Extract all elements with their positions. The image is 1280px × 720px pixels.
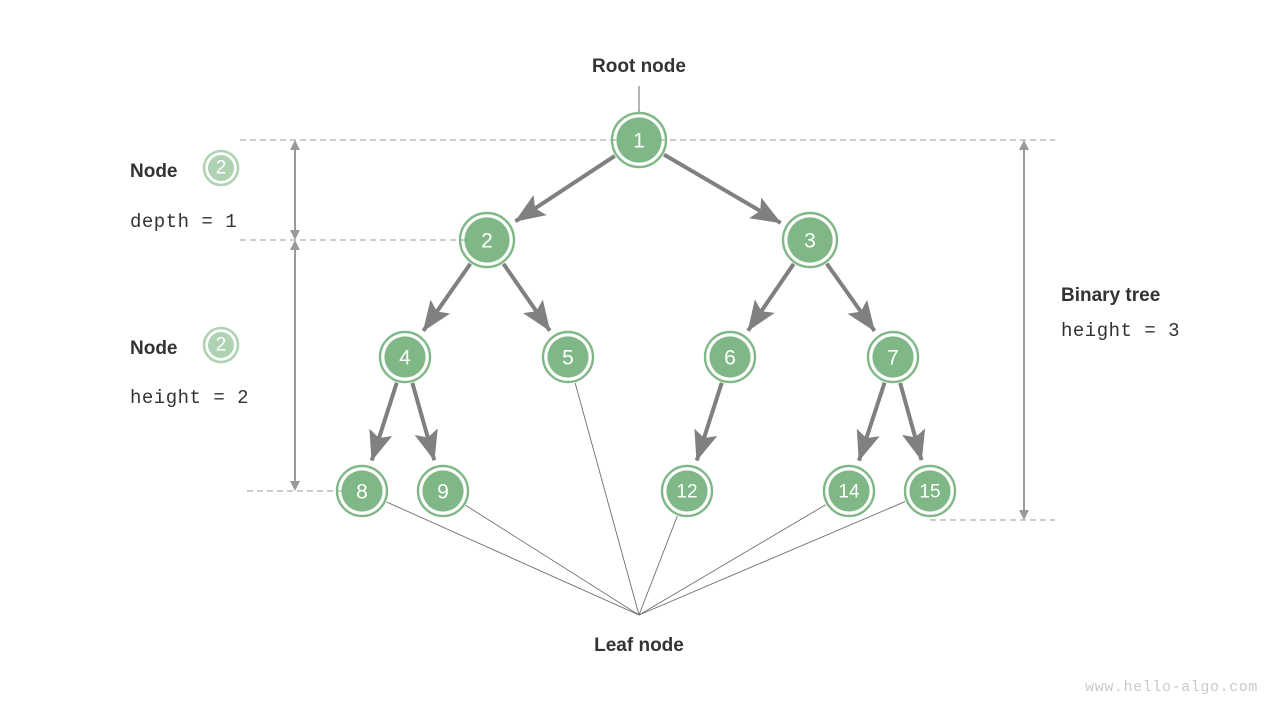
tree-node-5: 5	[541, 330, 595, 384]
node-outer-ring	[378, 330, 432, 384]
tree-node-4: 4	[378, 330, 432, 384]
node-body	[787, 217, 833, 263]
node-outer-ring	[903, 464, 957, 518]
node-outer-ring	[703, 330, 757, 384]
node-body	[909, 470, 951, 512]
guide-lines	[240, 139, 1055, 521]
tree-height-value: height = 3	[1061, 320, 1180, 342]
node-body	[341, 470, 383, 512]
watermark: www.hello-algo.com	[1085, 679, 1258, 696]
tree-node-15: 15	[903, 464, 957, 518]
node-label: 1	[633, 130, 645, 153]
node-outer-ring	[458, 211, 516, 269]
leaf-line-n12	[638, 516, 678, 616]
leaf-connector-lines	[386, 382, 906, 616]
node-body	[872, 336, 914, 378]
tree-node-8: 8	[335, 464, 389, 518]
node-depth-value: depth = 1	[130, 211, 237, 233]
node-label: 7	[887, 347, 899, 370]
tree-node-2: 2	[458, 211, 516, 269]
edge-n2-n4	[421, 262, 472, 332]
node-height-title: Node	[130, 338, 178, 359]
tree-node-9: 9	[416, 464, 470, 518]
height-measure	[290, 240, 300, 491]
tree-node-3: 3	[781, 211, 839, 269]
node-height-badge-label: 2	[216, 335, 227, 356]
edge-n1-n2	[514, 154, 616, 223]
tree-height-title: Binary tree	[1061, 285, 1160, 306]
node-outer-ring	[541, 330, 595, 384]
tree-node-12: 12	[660, 464, 714, 518]
leaf-line-n14	[638, 504, 826, 616]
tree-node-1: 1	[610, 111, 668, 169]
tree-height-measure	[1019, 140, 1029, 520]
leaf-line-n5	[574, 382, 640, 616]
leaf-line-n9	[465, 505, 640, 616]
node-depth-badge-label: 2	[216, 158, 227, 179]
node-height-annotation: Node 2 height = 2	[130, 326, 249, 409]
height-measure-head-top	[290, 240, 300, 250]
node-outer-ring	[866, 330, 920, 384]
leaf-node-label: Leaf node	[594, 635, 684, 656]
node-body	[616, 117, 662, 163]
tree-height-annotation: Binary tree height = 3	[1061, 285, 1180, 342]
node-body	[384, 336, 426, 378]
tree-node-6: 6	[703, 330, 757, 384]
node-outer-ring	[610, 111, 668, 169]
edge-n3-n7	[825, 262, 877, 333]
depth-measure	[290, 140, 300, 240]
depth-measure-head-bottom	[290, 230, 300, 240]
edge-n4-n9	[410, 382, 438, 461]
node-label: 9	[437, 481, 449, 504]
node-label: 5	[562, 347, 574, 370]
root-node-annotation: Root node	[592, 56, 686, 112]
tree-height-measure-head-bottom	[1019, 510, 1029, 520]
node-label: 12	[676, 482, 697, 503]
node-outer-ring	[660, 464, 714, 518]
node-depth-title: Node	[130, 161, 178, 182]
node-label: 4	[399, 347, 411, 370]
node-depth-badge: 2	[202, 149, 240, 187]
tree-height-measure-head-top	[1019, 140, 1029, 150]
node-label: 15	[919, 482, 940, 503]
node-body	[666, 470, 708, 512]
node-outer-ring	[781, 211, 839, 269]
edge-n2-n5	[501, 262, 552, 332]
edge-n7-n14	[856, 382, 887, 462]
node-label: 14	[838, 482, 860, 503]
node-body	[547, 336, 589, 378]
node-height-badge: 2	[202, 326, 240, 364]
node-body	[464, 217, 510, 263]
node-depth-annotation: Node 2 depth = 1	[130, 149, 240, 233]
edge-n6-n12	[694, 382, 724, 462]
edge-n3-n6	[746, 262, 796, 332]
leaf-line-n15	[638, 501, 906, 616]
node-outer-ring	[822, 464, 876, 518]
tree-node-7: 7	[866, 330, 920, 384]
node-label: 8	[356, 481, 368, 504]
node-label: 6	[724, 347, 736, 370]
height-measure-head-bottom	[290, 481, 300, 491]
depth-measure-head-top	[290, 140, 300, 150]
tree-edges	[369, 152, 926, 462]
node-body	[709, 336, 751, 378]
root-node-label: Root node	[592, 56, 686, 77]
measure-arrows	[290, 140, 1029, 520]
edge-n4-n8	[369, 382, 399, 462]
node-body	[828, 470, 870, 512]
leaf-line-n8	[386, 501, 640, 616]
tree-node-14: 14	[822, 464, 876, 518]
edge-n1-n3	[663, 152, 782, 225]
node-height-value: height = 2	[130, 387, 249, 409]
node-outer-ring	[416, 464, 470, 518]
node-label: 2	[481, 230, 493, 253]
leaf-node-annotation: Leaf node	[594, 635, 684, 656]
node-body	[422, 470, 464, 512]
node-label: 3	[804, 230, 816, 253]
edge-n7-n15	[898, 382, 926, 461]
node-outer-ring	[335, 464, 389, 518]
